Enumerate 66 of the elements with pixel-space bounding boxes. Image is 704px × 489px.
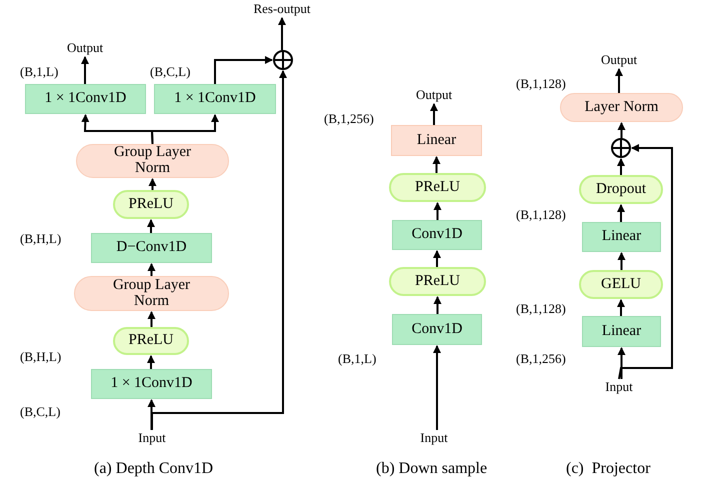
arrow bbox=[214, 56, 273, 84]
tensor-shape-label: (B,1,128) bbox=[516, 300, 566, 318]
arrow bbox=[618, 252, 626, 270]
arrow bbox=[615, 68, 623, 93]
arrow bbox=[432, 156, 440, 173]
arrow bbox=[430, 103, 438, 125]
arrow bbox=[617, 204, 625, 222]
flow-text: Input bbox=[594, 379, 644, 395]
arrow bbox=[618, 144, 673, 380]
tensor-shape-label: (B,1,128) bbox=[516, 75, 566, 93]
arrow bbox=[617, 299, 625, 316]
norm-pill: Group Layer Norm bbox=[74, 276, 229, 311]
sum-circle bbox=[611, 138, 631, 158]
norm-pill: Group Layer Norm bbox=[76, 144, 229, 178]
activation-pill: Dropout bbox=[579, 175, 663, 204]
arrow bbox=[150, 114, 219, 144]
flow-text: Res-output bbox=[237, 1, 327, 17]
layer-box: 1 × 1Conv1D bbox=[25, 84, 146, 114]
activation-pill: PReLU bbox=[389, 173, 486, 202]
arrow bbox=[278, 17, 286, 50]
tensor-shape-label: (B,1,256) bbox=[324, 110, 374, 128]
flow-text: Input bbox=[127, 430, 177, 446]
tensor-shape-label: (B,1,L) bbox=[338, 350, 376, 368]
layer-box: Conv1D bbox=[392, 220, 482, 250]
panel-caption: (b) Down sample bbox=[376, 459, 488, 479]
layer-box: 1 × 1Conv1D bbox=[154, 84, 276, 114]
panel-caption: (c) Projector bbox=[566, 459, 650, 479]
arrow bbox=[147, 355, 155, 369]
arrow bbox=[434, 296, 442, 314]
sum-circle bbox=[273, 50, 293, 70]
tensor-shape-label: (B,H,L) bbox=[20, 348, 62, 366]
activation-pill: PReLU bbox=[389, 267, 486, 296]
flow-text: Output bbox=[55, 40, 115, 56]
arrow bbox=[618, 347, 626, 379]
panel-caption: (a) Depth Conv1D bbox=[94, 459, 214, 479]
flow-text: Output bbox=[589, 52, 649, 68]
tensor-shape-label: (B,C,L) bbox=[150, 63, 190, 81]
layer-box: Linear bbox=[582, 316, 661, 347]
tensor-shape-label: (B,1,128) bbox=[516, 206, 566, 224]
tensor-shape-label: (B,C,L) bbox=[20, 403, 60, 421]
layer-box: Linear bbox=[582, 222, 661, 252]
layer-box: Linear bbox=[391, 125, 482, 156]
arrow bbox=[618, 122, 626, 138]
activation-pill: PReLU bbox=[113, 327, 189, 355]
activation-pill: GELU bbox=[579, 270, 663, 299]
arrow bbox=[148, 178, 156, 190]
layer-box: 1 × 1Conv1D bbox=[91, 369, 212, 399]
tensor-shape-label: (B,1,256) bbox=[516, 350, 566, 368]
layer-box: D−Conv1D bbox=[91, 233, 212, 263]
arrow bbox=[434, 202, 442, 220]
norm-pill: Layer Norm bbox=[560, 93, 683, 122]
tensor-shape-label: (B,H,L) bbox=[20, 230, 62, 248]
activation-pill: PReLU bbox=[113, 190, 189, 219]
arrow bbox=[151, 70, 287, 430]
arrow bbox=[81, 56, 89, 84]
arrow bbox=[433, 345, 441, 430]
layer-box: Conv1D bbox=[392, 314, 482, 345]
arrow bbox=[148, 399, 156, 430]
flow-text: Input bbox=[409, 430, 459, 446]
flow-text: Output bbox=[404, 87, 464, 103]
arrow bbox=[617, 158, 625, 175]
arrow bbox=[148, 311, 156, 327]
arrow bbox=[147, 219, 155, 233]
arrow bbox=[148, 263, 156, 276]
tensor-shape-label: (B,1,L) bbox=[20, 63, 58, 81]
arrow bbox=[433, 250, 441, 267]
